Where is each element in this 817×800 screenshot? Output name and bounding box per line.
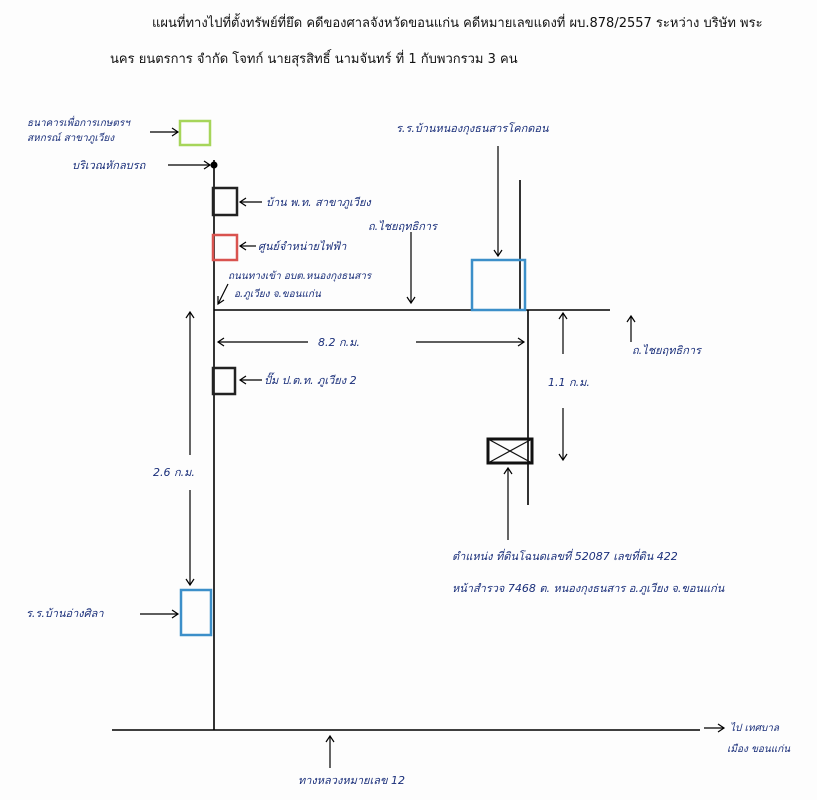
to-city-label-line-2: เมือง ขอนแก่น bbox=[727, 743, 791, 755]
highway-label: ทางหลวงหมายเลข 12 bbox=[298, 774, 405, 787]
distance-horizontal-label: 8.2 ก.ม. bbox=[318, 336, 360, 349]
road-name-right-arrow bbox=[626, 314, 636, 342]
map-title-line-2: นคร ยนตรการ จำกัด โจทก์ นายสุรสิทธิ์ นาม… bbox=[110, 52, 518, 67]
gas-station-arrow bbox=[238, 375, 262, 385]
checkpoint-arrow bbox=[168, 160, 212, 170]
road-name-top-arrow bbox=[406, 232, 416, 305]
road-entrance-label-line-2: อ.ภูเวียง จ.ขอนแก่น bbox=[234, 288, 322, 300]
distance-horizontal-arrow-left bbox=[216, 337, 308, 347]
bank-marker bbox=[178, 119, 212, 147]
property-marker bbox=[486, 437, 534, 465]
bank-label-line-2: สหกรณ์ สาขาภูเวียง bbox=[27, 132, 115, 144]
property-label-line-1: ตำแหน่ง ที่ดินโฉนดเลขที่ 52087 เลขที่ดิน… bbox=[452, 548, 678, 563]
soldier-house-arrow bbox=[238, 197, 262, 207]
distance-left-label: 2.6 ก.ม. bbox=[153, 466, 195, 479]
school-bottom-arrow bbox=[140, 609, 180, 619]
bank-arrow bbox=[150, 127, 180, 137]
map-title-line-1: แผนที่ทางไปที่ตั้งทรัพย์ที่ยึด คดีของศาล… bbox=[152, 16, 763, 31]
property-label-line-2: หน้าสำรวจ 7468 ต. หนองกุงธนสาร อ.ภูเวียง… bbox=[452, 582, 725, 595]
to-city-arrow bbox=[704, 723, 726, 733]
electric-center-arrow bbox=[238, 241, 256, 251]
distance-right-arrow-down bbox=[558, 408, 568, 462]
gas-station-marker bbox=[211, 366, 237, 396]
school-top-marker bbox=[470, 258, 527, 312]
distance-right-arrow-up bbox=[558, 311, 568, 354]
road-entrance-arrow bbox=[217, 283, 229, 306]
soldier-house-marker bbox=[211, 186, 239, 217]
distance-left-arrow-up bbox=[185, 310, 195, 455]
to-city-label-line-1: ไป เทศบาล bbox=[730, 722, 780, 734]
bank-label-line-1: ธนาคารเพื่อการเกษตรฯ bbox=[27, 115, 131, 129]
school-bottom-label: ร.ร.บ้านอ่างศิลา bbox=[26, 607, 104, 620]
distance-left-arrow-down bbox=[185, 490, 195, 587]
electric-center-label: ศูนย์จำหน่ายไฟฟ้า bbox=[258, 240, 347, 253]
electric-center-marker bbox=[211, 233, 239, 262]
property-arrow bbox=[503, 466, 513, 540]
distance-horizontal-arrow-right bbox=[416, 337, 526, 347]
soldier-house-label: บ้าน พ.ท. สาขาภูเวียง bbox=[266, 196, 372, 209]
school-top-arrow bbox=[493, 146, 503, 258]
distance-right-label: 1.1 ก.ม. bbox=[548, 376, 590, 389]
highway-arrow bbox=[325, 734, 335, 768]
road-name-right-label: ถ.ไชยฤทธิการ bbox=[632, 344, 703, 357]
road-entrance-label-line-1: ถนนทางเข้า อบต.หนองกุงธนสาร bbox=[228, 270, 373, 282]
checkpoint-dot bbox=[210, 161, 218, 169]
school-top-label: ร.ร.บ้านหนองกุงธนสารโคกดอน bbox=[396, 122, 549, 135]
checkpoint-label: บริเวณหักลบรถ bbox=[72, 159, 147, 172]
school-bottom-marker bbox=[179, 588, 213, 637]
road-name-top-label: ถ.ไชยฤทธิการ bbox=[368, 220, 439, 233]
gas-station-label: ปั๊ม ป.ต.ท. ภูเวียง 2 bbox=[264, 372, 357, 387]
